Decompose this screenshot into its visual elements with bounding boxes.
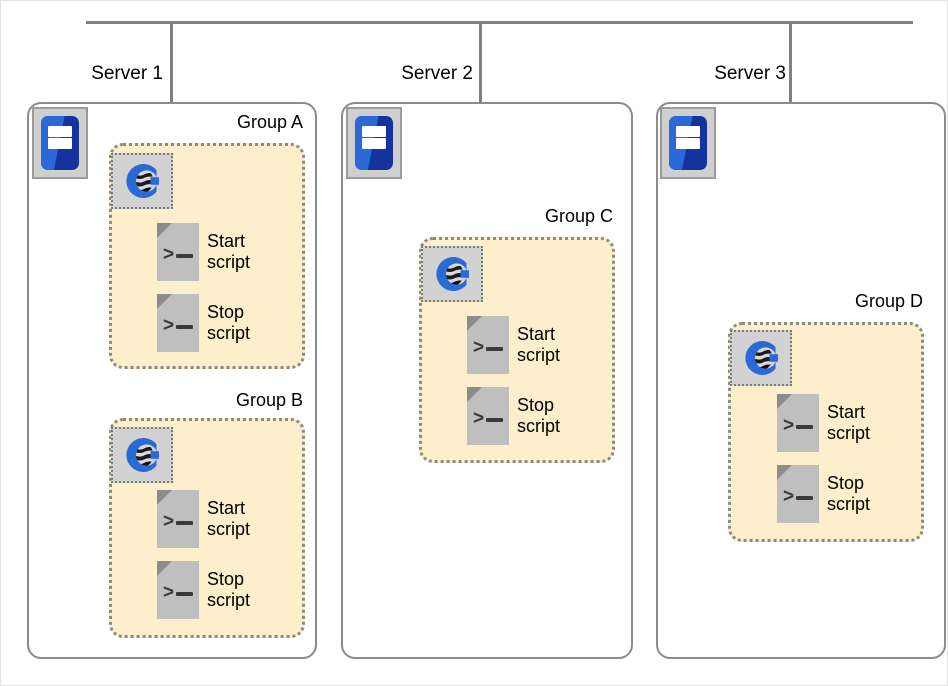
script-file-icon: >: [467, 387, 509, 445]
server-icon-bar: [47, 125, 73, 137]
script-icon-fold: [777, 465, 792, 480]
script-label-line1: Start: [827, 401, 866, 422]
script-label-line2: script: [207, 590, 251, 610]
script-label-line2: script: [827, 423, 871, 443]
script-file-icon: >: [157, 223, 199, 281]
server-icon-bar: [361, 137, 387, 149]
server-2-drop: [479, 21, 482, 104]
bus-horizontal-line: [86, 21, 913, 24]
server-icon: [32, 107, 88, 179]
script-label-line1: Start: [207, 497, 246, 518]
group-globe-icon: [421, 246, 483, 302]
script-icon-prompt: >: [473, 337, 485, 358]
group-label-group-a: Group A: [236, 112, 303, 132]
group-globe-icon: [730, 330, 792, 386]
server-icon-bar: [675, 137, 701, 149]
script-label-line1: Stop: [827, 472, 865, 493]
script-icon-prompt: >: [163, 244, 175, 265]
script-label-line2: script: [827, 494, 871, 514]
group-globe-icon: [111, 153, 173, 209]
group-box-group-b[interactable]: [109, 418, 305, 638]
script-icon-fold: [157, 561, 172, 576]
script-file-icon: >: [777, 465, 819, 523]
script-icon-prompt: >: [163, 582, 175, 603]
script-icon-prompt: >: [783, 486, 795, 507]
script-label-line2: script: [207, 519, 251, 539]
script-icon-fold: [157, 294, 172, 309]
server-icon-body: [41, 116, 79, 170]
group-globe-icon: [436, 257, 469, 291]
script-icon-cursor: [176, 521, 193, 525]
server-icon-bar: [47, 137, 73, 149]
server-icon: [346, 107, 402, 179]
server-label-server-2: Server 2: [401, 63, 473, 84]
script-icon-fold: [467, 387, 482, 402]
script-icon-prompt: >: [473, 408, 485, 429]
script-label-line1: Stop: [207, 568, 245, 589]
server-label-server-3: Server 3: [714, 63, 786, 84]
script-icon-cursor: [486, 347, 503, 351]
script-icon-cursor: [176, 592, 193, 596]
script-icon-fold: [467, 316, 482, 331]
group-label-group-d: Group D: [854, 291, 923, 311]
server-icon-bar: [361, 125, 387, 137]
script-file-icon: >: [467, 316, 509, 374]
group-globe-icon: [111, 427, 173, 483]
group-globe-icon: [745, 341, 778, 375]
script-icon-prompt: >: [163, 315, 175, 336]
script-icon-cursor: [176, 254, 193, 258]
server-3-drop: [789, 21, 792, 104]
script-label-line2: script: [517, 345, 561, 365]
script-file-icon: >: [157, 561, 199, 619]
group-label-group-b: Group B: [235, 390, 303, 410]
script-label-line1: Start: [517, 323, 556, 344]
script-icon-cursor: [796, 425, 813, 429]
script-icon-cursor: [486, 418, 503, 422]
group-label-group-c: Group C: [544, 206, 613, 226]
script-icon-cursor: [176, 325, 193, 329]
group-globe-icon: [126, 164, 159, 198]
script-label-line2: script: [207, 252, 251, 272]
script-label-line1: Start: [207, 230, 246, 251]
script-icon-cursor: [796, 496, 813, 500]
server-icon-bar: [675, 125, 701, 137]
script-label-line2: script: [207, 323, 251, 343]
script-label-line1: Stop: [207, 301, 245, 322]
script-file-icon: >: [157, 294, 199, 352]
group-globe-icon: [126, 438, 159, 472]
script-icon-fold: [777, 394, 792, 409]
server-label-server-1: Server 1: [91, 63, 163, 84]
script-file-icon: >: [777, 394, 819, 452]
server-icon-body: [669, 116, 707, 170]
server-icon: [660, 107, 716, 179]
server-1-drop: [170, 21, 173, 104]
script-icon-fold: [157, 490, 172, 505]
script-icon-fold: [157, 223, 172, 238]
server-icon-body: [355, 116, 393, 170]
script-label-line1: Stop: [517, 394, 555, 415]
script-label-line2: script: [517, 416, 561, 436]
script-file-icon: >: [157, 490, 199, 548]
script-icon-prompt: >: [163, 511, 175, 532]
script-icon-prompt: >: [783, 415, 795, 436]
